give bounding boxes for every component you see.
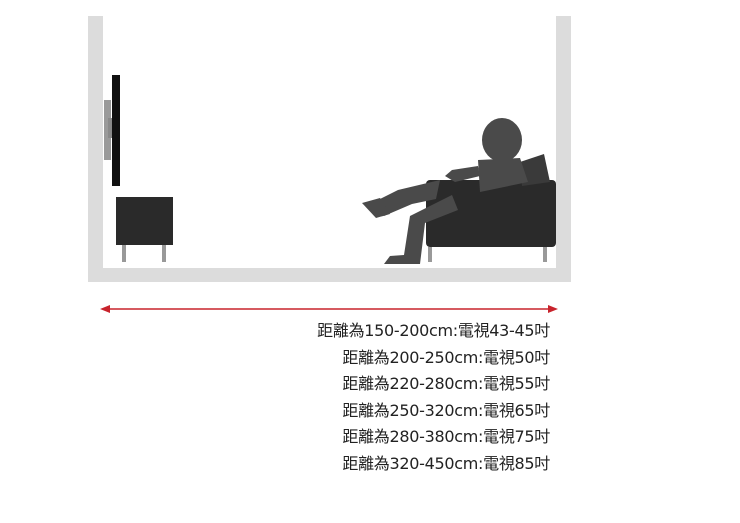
sofa-icon	[426, 154, 556, 262]
person-icon	[362, 118, 528, 264]
recommendation-line: 距離為280-380cm:電視75吋	[342, 427, 550, 446]
recommendation-line: 距離為220-280cm:電視55吋	[342, 374, 550, 393]
tv-icon	[104, 75, 120, 186]
recommendation-line: 距離為250-320cm:電視65吋	[342, 400, 550, 420]
recommendation-line: 距離為320-450cm:電視85吋	[342, 453, 550, 473]
room-frame	[88, 16, 571, 282]
recommendation-line: 距離為150-200cm:電視43-45吋	[317, 321, 550, 340]
tv-stand-icon	[116, 197, 173, 262]
distance-arrow-icon	[100, 305, 558, 313]
recommendation-line: 距離為200-250cm:電視50吋	[342, 347, 550, 367]
recommendation-list: 距離為150-200cm:電視43-45吋 距離為200-250cm:電視50吋…	[317, 318, 550, 477]
